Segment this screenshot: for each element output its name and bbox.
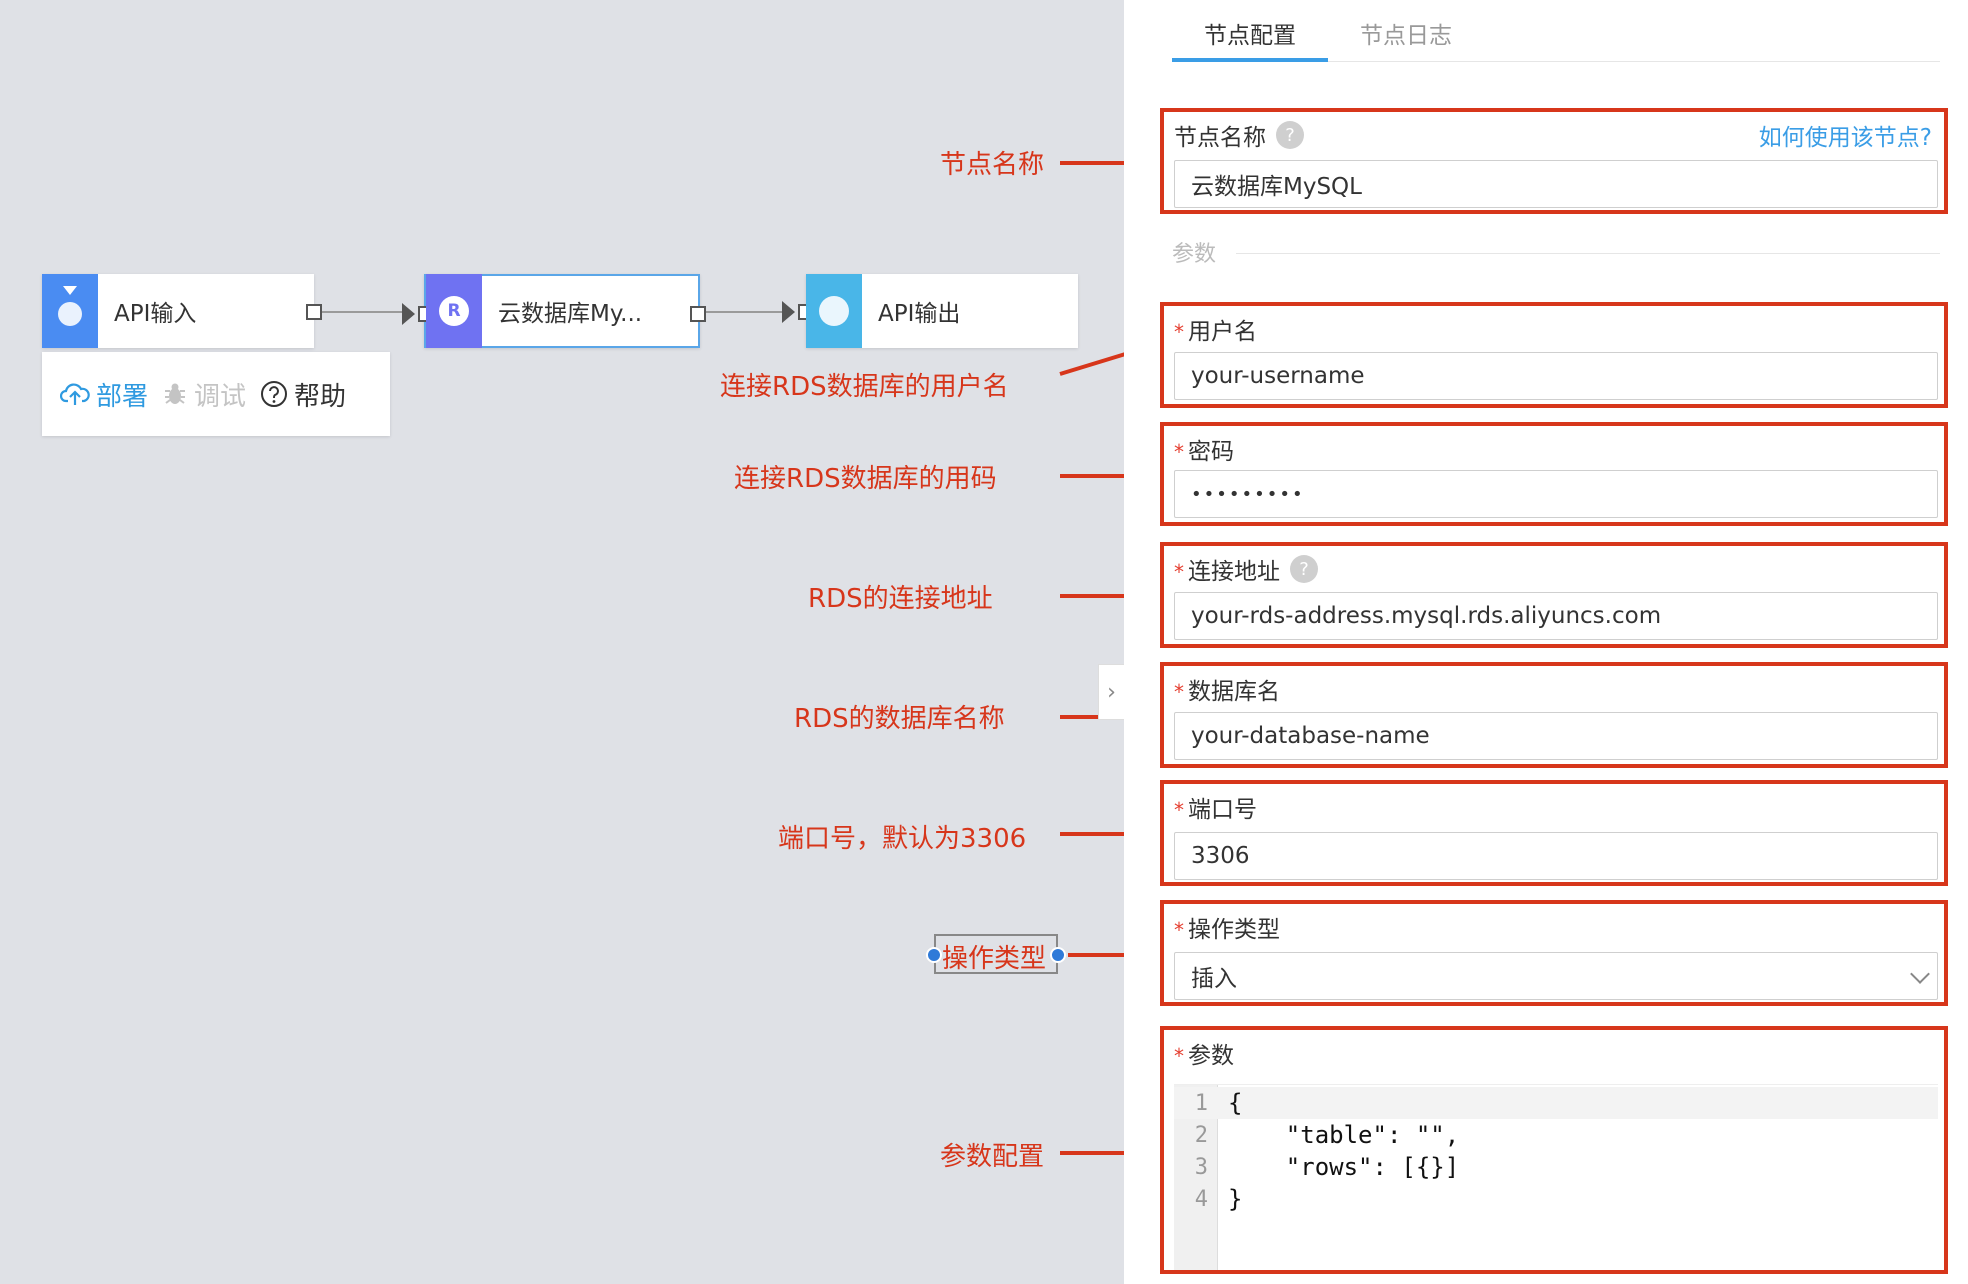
chevron-down-icon <box>1910 964 1930 984</box>
code-line: 4 } <box>1174 1183 1938 1215</box>
node-name-input[interactable]: 云数据库MySQL <box>1174 160 1938 208</box>
tab-node-log[interactable]: 节点日志 <box>1360 23 1452 49</box>
tab-node-config[interactable]: 节点配置 <box>1172 0 1328 62</box>
debug-label: 调试 <box>194 381 247 412</box>
line-number: 1 <box>1194 1090 1208 1116</box>
divider <box>1236 253 1940 254</box>
code-text: } <box>1228 1185 1243 1213</box>
field-label: *操作类型 <box>1174 917 1280 943</box>
password-section: *密码 ••••••••• <box>1160 422 1948 526</box>
operation-label: 操作类型 <box>1188 917 1280 943</box>
params-label: 参数 <box>1188 1043 1234 1069</box>
how-to-use-link[interactable]: 如何使用该节点? <box>1758 125 1932 151</box>
code-text: "table": "", <box>1228 1121 1460 1149</box>
annotation-operation: 操作类型 <box>942 944 1047 974</box>
field-label: *用户名 <box>1174 319 1257 345</box>
debug-button[interactable]: 调试 <box>162 376 246 413</box>
panel-tabs: 节点配置 节点日志 <box>1172 0 1940 62</box>
port-label: 端口号 <box>1188 797 1257 823</box>
field-label: *连接地址? <box>1174 552 1318 586</box>
node-name-section: 节点名称 ? 如何使用该节点? 云数据库MySQL <box>1160 108 1948 214</box>
edge-input-to-mysql <box>314 311 406 313</box>
address-input[interactable]: your-rds-address.mysql.rds.aliyuncs.com <box>1174 592 1938 640</box>
operation-select[interactable]: 插入 <box>1174 952 1938 1000</box>
r-database-icon: R <box>426 274 482 348</box>
password-label: 密码 <box>1188 439 1234 465</box>
help-icon[interactable]: ? <box>1290 555 1318 583</box>
line-number: 3 <box>1194 1154 1208 1180</box>
address-section: *连接地址? your-rds-address.mysql.rds.aliyun… <box>1160 542 1948 648</box>
port-section: *端口号 3306 <box>1160 780 1948 886</box>
line-number: 4 <box>1194 1186 1208 1212</box>
annotation-username: 连接RDS数据库的用户名 <box>720 372 1009 402</box>
node-label: 云数据库My... <box>498 301 643 327</box>
address-label: 连接地址 <box>1188 559 1280 585</box>
params-section: *参数 1 { 2 "table": "", 3 "rows": [{}] 4 … <box>1160 1026 1948 1274</box>
annotation-selection-box <box>926 934 1066 974</box>
collapse-panel-button[interactable]: › <box>1098 664 1124 720</box>
node-api-output[interactable]: API输出 <box>782 274 1078 348</box>
code-line: 2 "table": "", <box>1174 1119 1938 1151</box>
field-label: *端口号 <box>1174 797 1257 823</box>
field-label: *参数 <box>1174 1043 1234 1069</box>
port-input[interactable]: 3306 <box>1174 832 1938 880</box>
api-output-icon <box>806 274 862 348</box>
chevron-right-icon: › <box>1107 679 1116 705</box>
json-code-editor[interactable]: 1 { 2 "table": "", 3 "rows": [{}] 4 } <box>1174 1084 1938 1270</box>
canvas-toolbar: 部署 调试 帮助 <box>42 352 390 436</box>
deploy-button[interactable]: 部署 <box>60 376 148 413</box>
edge-arrow-icon <box>782 301 795 323</box>
workflow-canvas[interactable]: API输入 R 云数据库My... API输出 部署 调试 帮助 <box>0 0 1160 1284</box>
username-label: 用户名 <box>1188 319 1257 345</box>
question-circle-icon <box>261 381 288 407</box>
output-port[interactable] <box>306 304 322 320</box>
api-input-icon <box>42 274 98 348</box>
annotation-params: 参数配置 <box>940 1142 1045 1172</box>
deploy-label: 部署 <box>96 381 149 412</box>
node-config-panel: 节点配置 节点日志 节点名称 ? 如何使用该节点? 云数据库MySQL 参数 *… <box>1124 0 1968 1284</box>
annotation-port: 端口号，默认为3306 <box>778 824 1027 854</box>
code-line: 3 "rows": [{}] <box>1174 1151 1938 1183</box>
code-text: { <box>1228 1089 1243 1117</box>
database-input[interactable]: your-database-name <box>1174 712 1938 760</box>
node-label: API输入 <box>114 301 197 327</box>
code-text: "rows": [{}] <box>1228 1153 1460 1181</box>
cloud-upload-icon <box>60 383 90 405</box>
username-section: *用户名 your-username <box>1160 302 1948 408</box>
node-mysql[interactable]: R 云数据库My... <box>402 274 706 348</box>
edge-arrow-icon <box>402 303 415 325</box>
operation-selected-value: 插入 <box>1191 966 1237 992</box>
params-divider-label: 参数 <box>1172 242 1217 267</box>
username-input[interactable]: your-username <box>1174 352 1938 400</box>
bug-icon <box>165 383 186 404</box>
field-label: 节点名称 ? <box>1174 118 1304 152</box>
help-icon[interactable]: ? <box>1276 121 1304 149</box>
help-button[interactable]: 帮助 <box>260 376 346 413</box>
output-port[interactable] <box>690 306 706 322</box>
node-name-label: 节点名称 <box>1174 125 1266 151</box>
selection-handle[interactable] <box>926 947 942 963</box>
help-label: 帮助 <box>294 381 347 412</box>
annotation-node-name: 节点名称 <box>940 150 1045 180</box>
node-label: API输出 <box>878 301 961 327</box>
selection-handle[interactable] <box>1050 947 1066 963</box>
field-label: *数据库名 <box>1174 679 1280 705</box>
node-api-input[interactable]: API输入 <box>42 274 322 348</box>
field-label: *密码 <box>1174 439 1234 465</box>
r-badge: R <box>439 296 469 326</box>
code-line: 1 { <box>1174 1087 1938 1119</box>
database-section: *数据库名 your-database-name <box>1160 662 1948 768</box>
annotation-password: 连接RDS数据库的用码 <box>734 464 997 494</box>
password-input[interactable]: ••••••••• <box>1174 470 1938 518</box>
edge-mysql-to-output <box>700 311 788 313</box>
annotation-address: RDS的连接地址 <box>808 584 993 614</box>
annotation-database: RDS的数据库名称 <box>794 704 1005 734</box>
database-label: 数据库名 <box>1188 679 1280 705</box>
line-number: 2 <box>1194 1122 1208 1148</box>
operation-section: *操作类型 插入 <box>1160 900 1948 1006</box>
